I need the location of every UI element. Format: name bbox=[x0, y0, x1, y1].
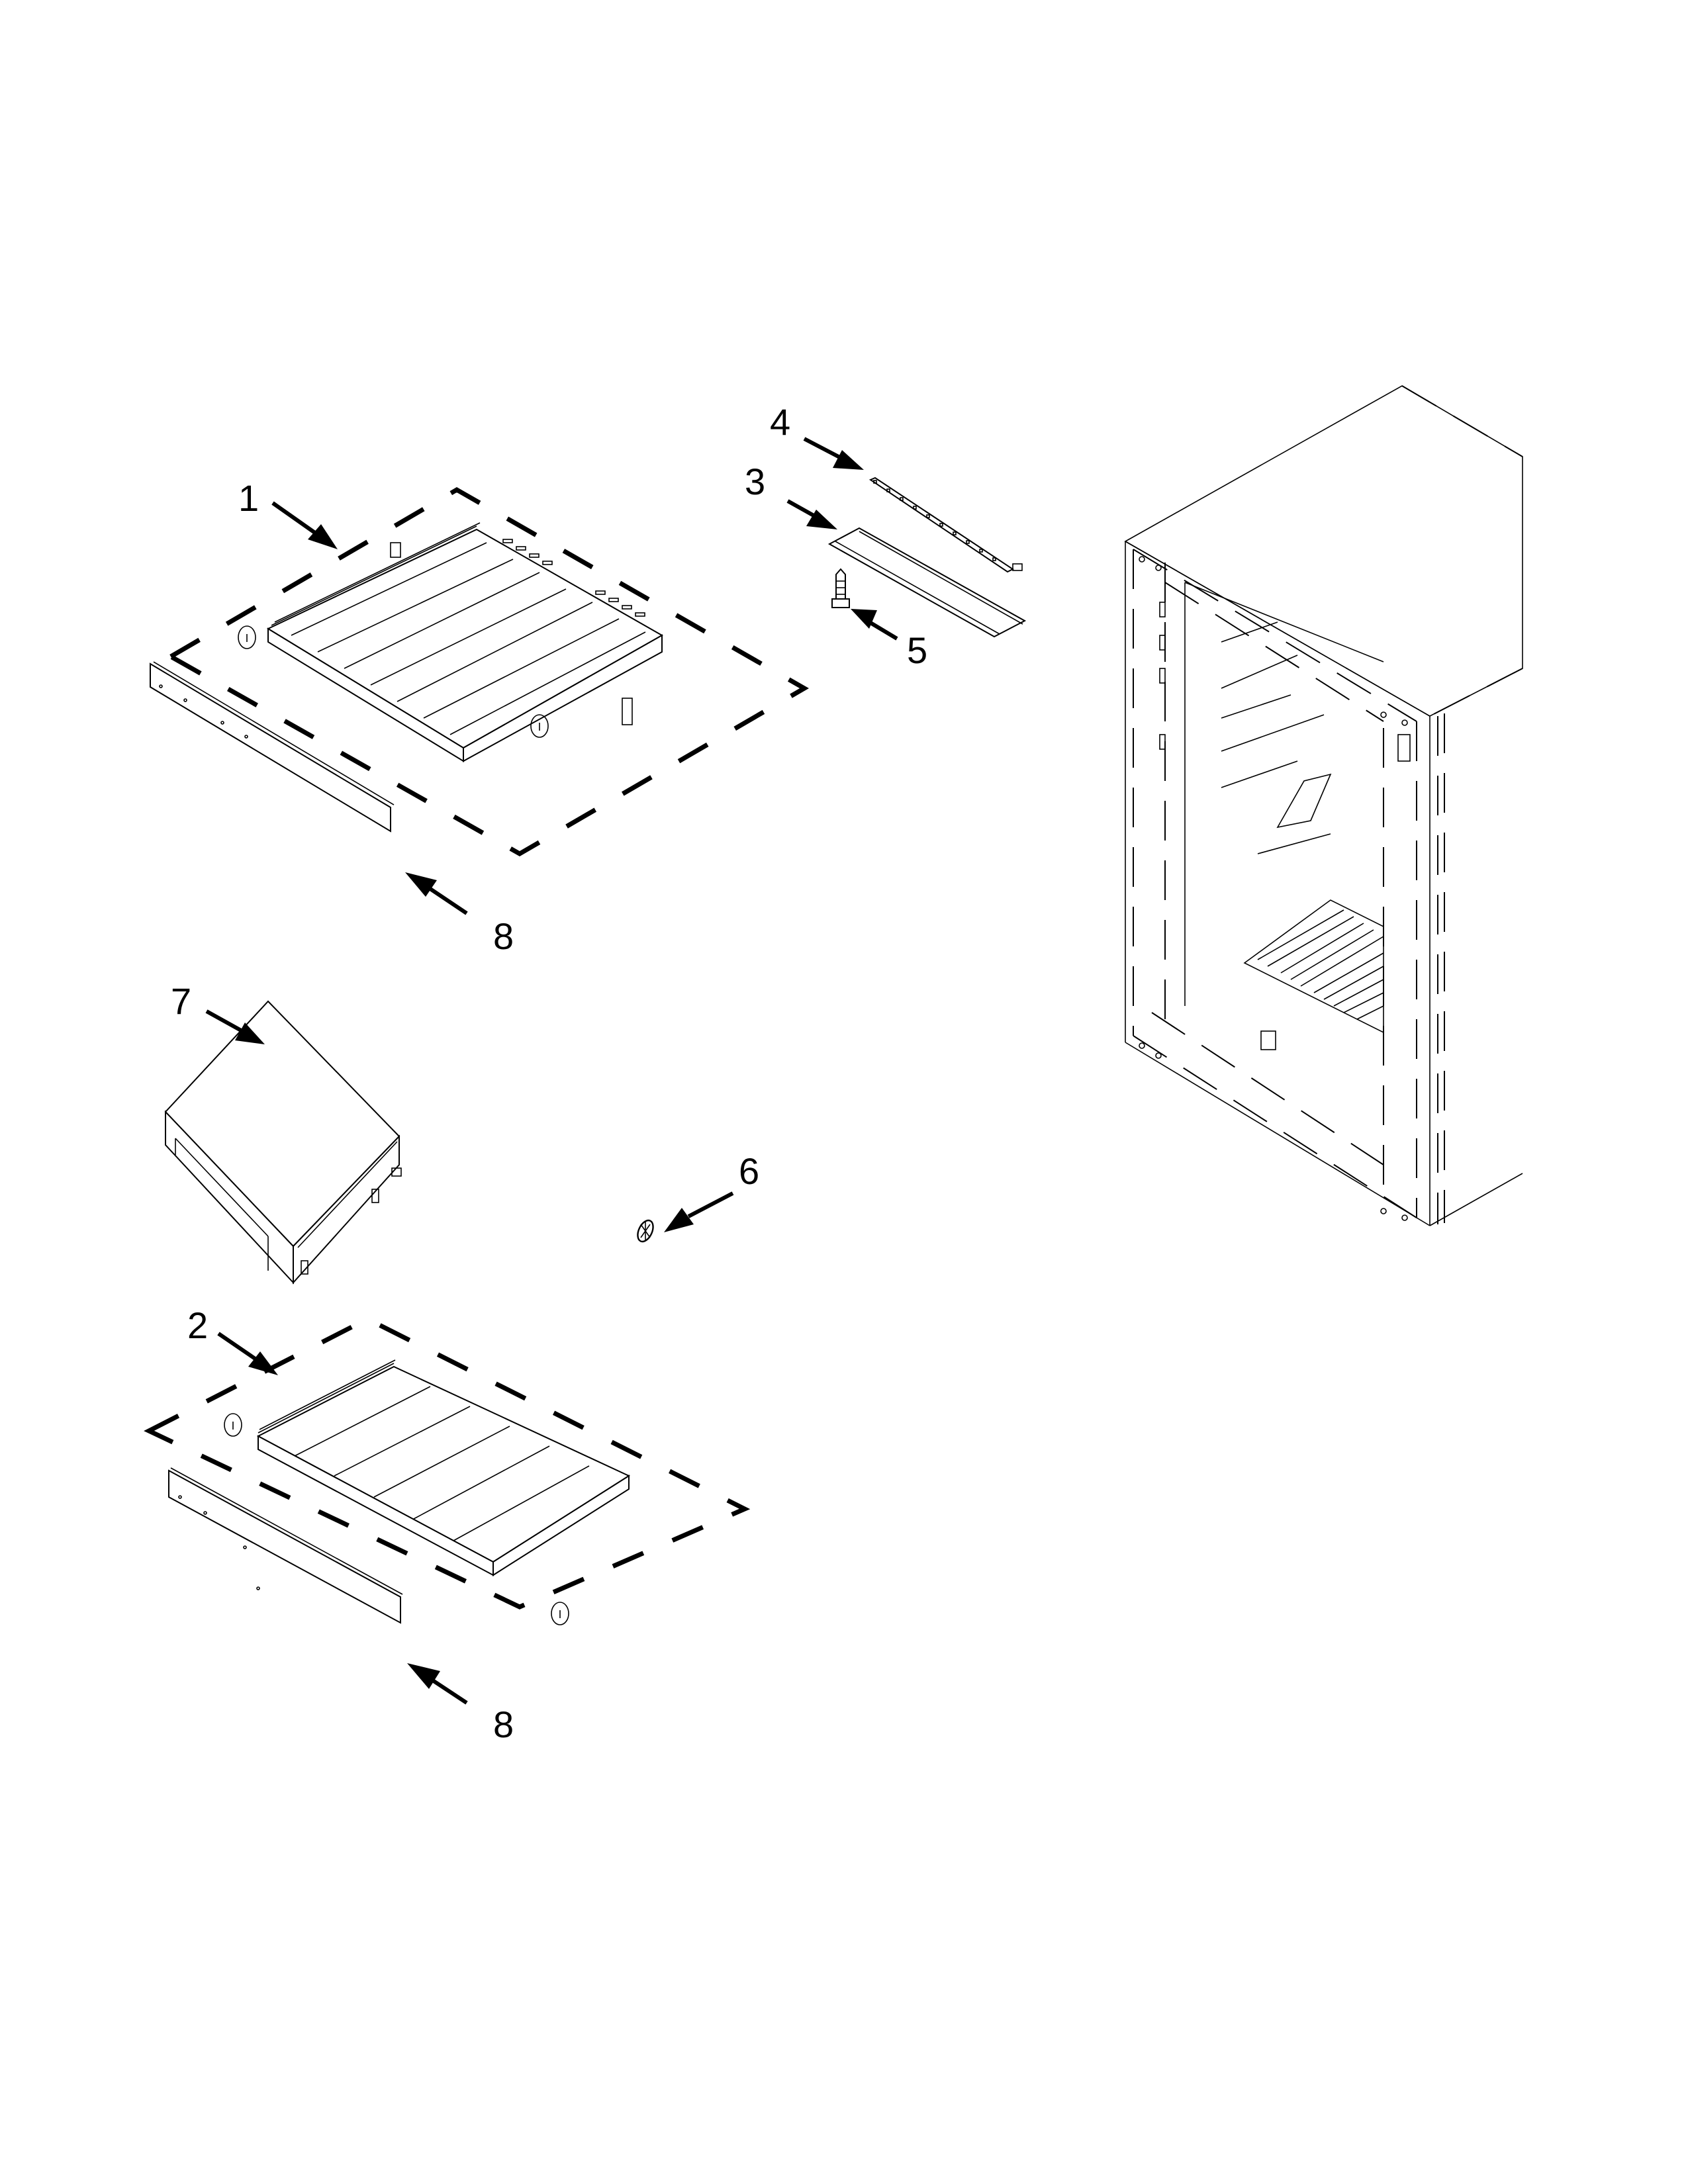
knob bbox=[637, 1219, 654, 1243]
leader-arrows bbox=[205, 437, 898, 1705]
led-strip bbox=[868, 477, 1023, 573]
callout-8-upper: 8 bbox=[493, 915, 514, 957]
upper-shelf-dashed-outline bbox=[165, 486, 810, 857]
callout-2: 2 bbox=[187, 1304, 209, 1346]
callout-6: 6 bbox=[739, 1150, 760, 1192]
upper-shelf-assembly bbox=[238, 522, 664, 762]
callout-7: 7 bbox=[171, 980, 192, 1022]
callout-1: 1 bbox=[238, 477, 259, 519]
cabinet-liner bbox=[1124, 385, 1523, 1226]
trim-strip-lower bbox=[168, 1467, 403, 1624]
trim-strip-upper bbox=[150, 661, 395, 833]
light-bracket bbox=[827, 527, 1027, 638]
lower-shelf-assembly bbox=[224, 1359, 631, 1625]
callout-4: 4 bbox=[770, 401, 791, 443]
cover-assembly bbox=[164, 1000, 402, 1285]
callout-3: 3 bbox=[745, 461, 766, 502]
screw bbox=[831, 568, 850, 608]
callout-8-lower: 8 bbox=[493, 1704, 514, 1745]
lower-shelf-dashed-outline bbox=[144, 1316, 751, 1610]
callout-5: 5 bbox=[907, 629, 928, 671]
